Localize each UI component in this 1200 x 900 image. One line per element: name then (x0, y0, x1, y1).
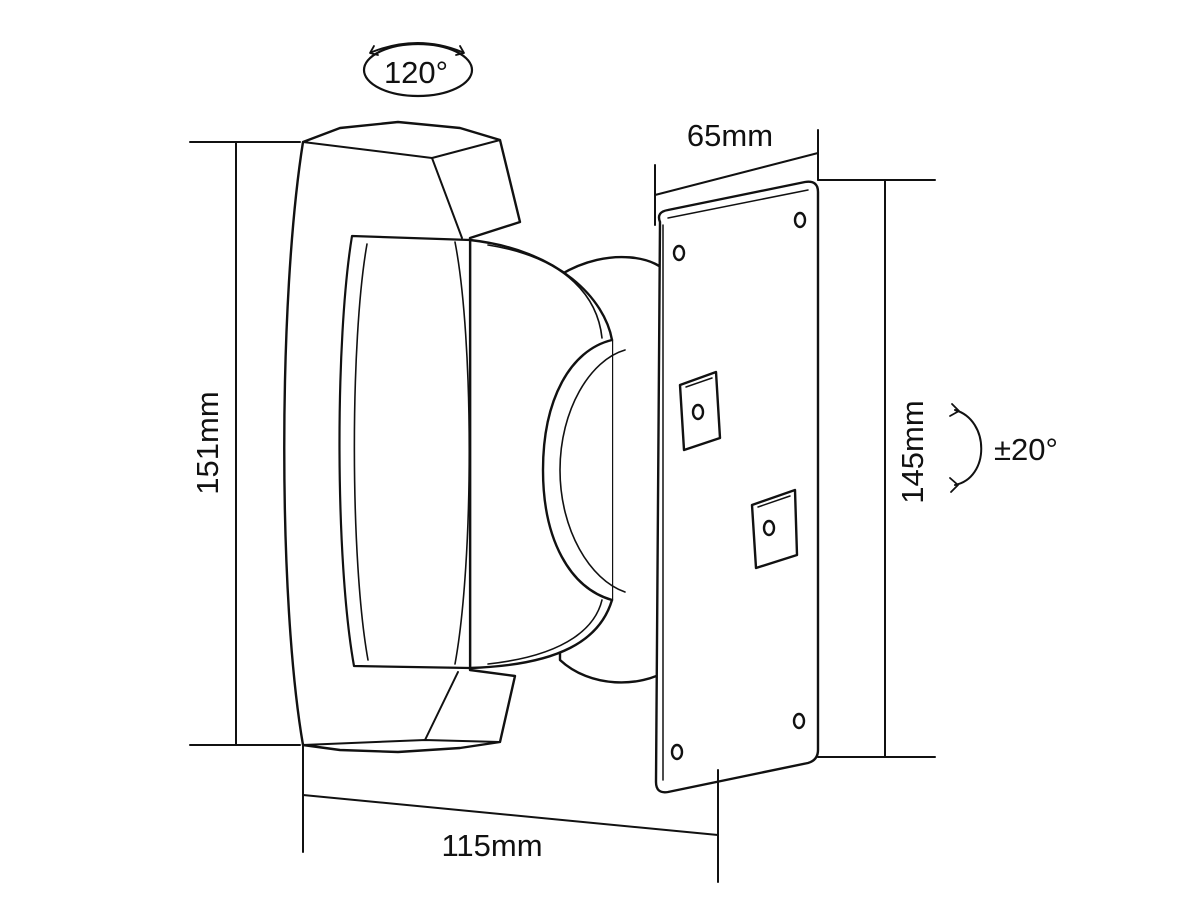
dimension-line (654, 152, 819, 196)
rotation-vertical-label: ±20° (994, 432, 1058, 467)
clamp-inner-panel (338, 234, 472, 670)
screw-hole-icon (793, 211, 807, 229)
arrow-head-left-icon (369, 45, 379, 56)
dimension-line (302, 794, 719, 836)
arm-inner-edge-bottom (487, 599, 603, 665)
dimension-151mm: 151mm (189, 141, 301, 746)
rotation-horizontal-label: 120° (384, 55, 448, 90)
wall-plate (654, 180, 820, 794)
socket-rim (559, 349, 626, 593)
keyhole-slot-lower (750, 488, 799, 570)
arrow-head-top-icon (949, 403, 960, 417)
speaker-clamp-body (283, 120, 522, 754)
dimension-115mm: 115mm (302, 744, 719, 883)
bracket-arm (468, 238, 626, 670)
keyhole-lip (685, 377, 713, 388)
plate-width-label: 65mm (687, 118, 773, 153)
screw-hole-icon (670, 743, 684, 761)
dimension-65mm: 65mm (654, 118, 819, 226)
vertical-rotation-indicator: ±20° (949, 403, 1058, 493)
screw-hole-top-left (672, 244, 686, 262)
keyhole-icon (691, 403, 705, 421)
dimension-145mm: 145mm (817, 179, 936, 758)
clamp-panel-groove (353, 243, 369, 661)
screw-hole-icon (672, 244, 686, 262)
screw-hole-bottom-left (670, 743, 684, 761)
plate-height-label: 145mm (895, 400, 930, 503)
keyhole-lip (757, 495, 791, 508)
curved-arrow-icon (954, 409, 983, 486)
depth-label: 115mm (441, 828, 542, 863)
screw-hole-icon (792, 712, 806, 730)
keyhole-icon (762, 519, 776, 537)
screw-hole-bottom-right (792, 712, 806, 730)
keyhole-frame (750, 488, 799, 570)
wall-plate-edge (667, 189, 809, 219)
arm-socket (541, 338, 614, 602)
clamp-top-edge (431, 157, 463, 239)
arrow-head-bottom-icon (949, 477, 959, 493)
keyhole-frame (678, 370, 722, 452)
bracket-height-label: 151mm (190, 391, 225, 494)
horizontal-rotation-indicator: 120° (362, 42, 474, 98)
clamp-panel-ridge (454, 241, 471, 665)
screw-hole-top-right (793, 211, 807, 229)
wall-plate-outline (654, 180, 820, 794)
arrow-head-right-icon (455, 45, 465, 56)
rotation-arrows-icon (371, 42, 463, 53)
clamp-bottom-edge (424, 671, 459, 741)
keyhole-slot-upper (678, 370, 722, 452)
arm-inner-edge-top (487, 244, 603, 339)
